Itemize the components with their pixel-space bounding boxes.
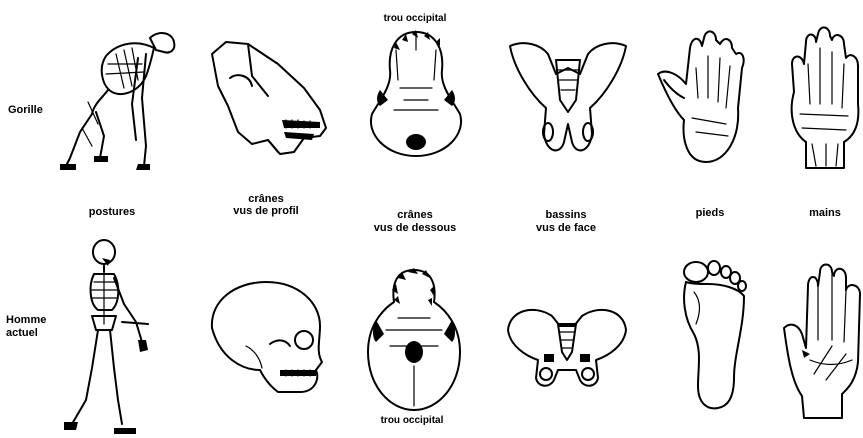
human-skull-base-icon — [364, 266, 464, 414]
row-label-human-line2: actuel — [6, 327, 38, 339]
column-label-cranes-dessous-line1: crânes — [397, 209, 432, 221]
column-label-cranes-dessous-line2: vus de dessous — [374, 222, 457, 234]
gorilla-skull-base-icon — [366, 30, 466, 160]
gorilla-foot-icon — [656, 28, 748, 166]
gorilla-hand-icon — [786, 24, 862, 172]
human-hand-icon — [780, 262, 862, 422]
column-label-cranes-profil-line1: crânes — [248, 193, 283, 205]
row-label-human-line1: Homme — [6, 314, 46, 326]
column-label-mains: mains — [809, 207, 841, 219]
gorilla-pelvis-icon — [506, 38, 630, 158]
annotation-trou-occipital-top: trou occipital — [384, 13, 447, 25]
column-label-bassins-line1: bassins — [546, 209, 587, 221]
gorilla-skeleton-icon — [58, 28, 178, 174]
column-label-pieds: pieds — [696, 207, 725, 219]
annotation-trou-occipital-bottom: trou occipital — [381, 415, 444, 427]
column-label-bassins-line2: vus de face — [536, 222, 596, 234]
column-label-postures: postures — [89, 206, 135, 218]
column-label-cranes-profil-line2: vus de profil — [233, 205, 298, 217]
human-foot-icon — [678, 258, 748, 414]
gorilla-skull-profile-icon — [208, 36, 332, 160]
human-skeleton-icon — [62, 238, 154, 438]
human-skull-profile-icon — [206, 276, 328, 400]
row-label-gorilla: Gorille — [8, 104, 43, 116]
human-pelvis-icon — [504, 304, 630, 390]
